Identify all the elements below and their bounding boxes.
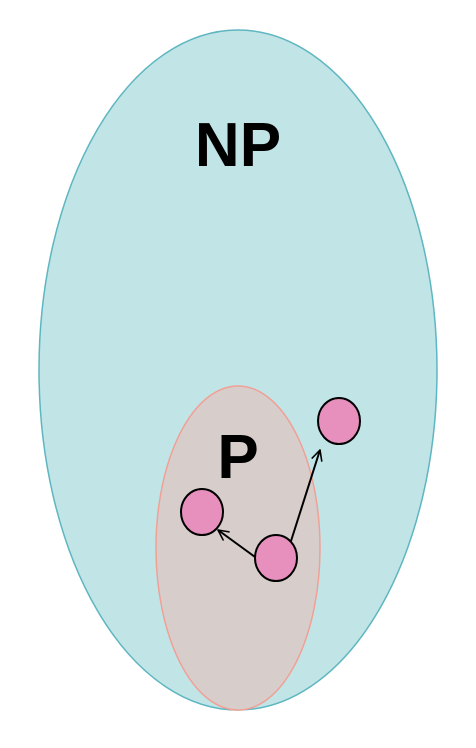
arrow-to-outer-node xyxy=(290,449,323,542)
node-left-in-p xyxy=(180,488,224,536)
arrow-to-left-node xyxy=(217,529,256,558)
p-set-ellipse xyxy=(155,385,321,711)
node-bottom-in-p xyxy=(254,534,298,582)
node-outside-p xyxy=(317,397,361,445)
p-label: P xyxy=(217,423,258,492)
np-label: NP xyxy=(195,111,281,180)
